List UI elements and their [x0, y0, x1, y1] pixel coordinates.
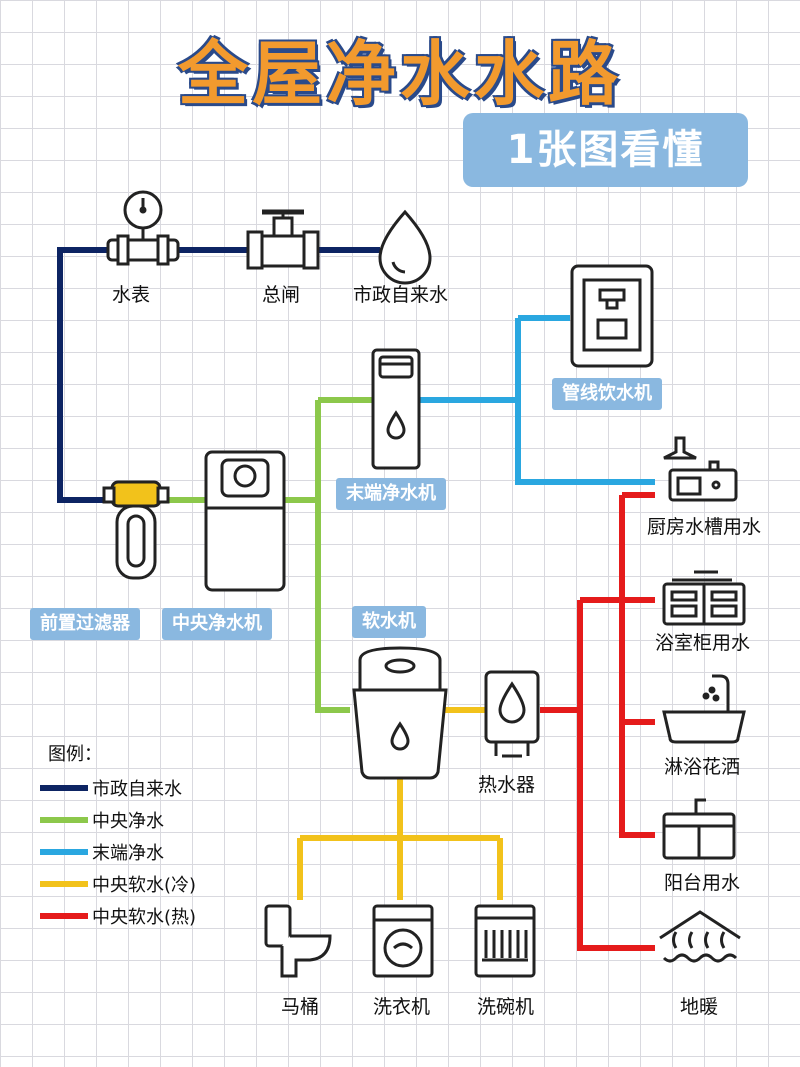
legend-item: 市政自来水: [40, 776, 182, 800]
legend-swatch: [40, 881, 88, 887]
pipeline-dispenser-icon: [570, 264, 654, 368]
tag-central-purifier: 中央净水机: [162, 608, 272, 640]
bathtub-icon: [662, 674, 746, 744]
floor-heating-icon: [659, 910, 741, 963]
label-washer: 洗衣机: [373, 996, 431, 1018]
toilet-icon: [264, 904, 332, 978]
legend-swatch: [40, 913, 88, 919]
kitchen-icon: [663, 436, 738, 502]
tag-softener: 软水机: [352, 606, 426, 638]
label-meter: 水表: [112, 284, 151, 306]
legend-label: 中央软水(冷): [92, 875, 197, 896]
pipe-soft-hot: [540, 492, 655, 951]
legend-label: 末端净水: [92, 843, 164, 864]
legend-label: 中央净水: [92, 811, 164, 832]
legend-item: 中央软水(冷): [40, 872, 196, 896]
legend-title: 图例：: [48, 744, 102, 765]
water-meter-icon: [106, 190, 180, 266]
bathroom-cabinet-icon: [662, 570, 746, 626]
label-municipal: 市政自来水: [353, 284, 449, 306]
page-title: 全屋净水水路: [178, 33, 622, 115]
tag-terminal-purifier: 末端净水机: [336, 478, 446, 510]
label-dishwasher: 洗碗机: [477, 996, 535, 1018]
label-toilet: 马桶: [281, 996, 320, 1018]
pipe-soft-cold: [297, 707, 503, 900]
label-shower: 淋浴花洒: [664, 756, 741, 778]
tag-pipeline-dispenser: 管线饮水机: [552, 378, 662, 410]
legend-label: 中央软水(热): [92, 907, 197, 928]
prefilter-icon: [102, 480, 170, 580]
label-kitchen: 厨房水槽用水: [647, 516, 762, 538]
legend-swatch: [40, 785, 88, 791]
label-valve: 总闸: [262, 284, 301, 306]
washing-machine-icon: [372, 904, 434, 978]
pipe-municipal: [57, 247, 380, 503]
central-purifier-icon: [204, 450, 286, 592]
tag-prefilter: 前置过滤器: [30, 608, 140, 640]
main-valve-icon: [246, 209, 320, 270]
pipe-terminal: [420, 315, 655, 485]
label-balcony: 阳台用水: [664, 872, 741, 894]
label-bathroom-cabinet: 浴室柜用水: [655, 632, 751, 654]
pipe-central-purified-2: [285, 397, 372, 713]
legend-swatch: [40, 849, 88, 855]
subtitle-badge: 1张图看懂: [463, 113, 748, 187]
legend-label: 市政自来水: [92, 779, 182, 800]
water-drop-icon: [378, 209, 432, 285]
label-floor-heating: 地暖: [680, 996, 719, 1018]
water-heater-icon: [484, 670, 540, 758]
legend-item: 末端净水: [40, 840, 164, 864]
water-softener-icon: [352, 646, 448, 780]
label-heater: 热水器: [478, 774, 536, 796]
terminal-purifier-icon: [371, 348, 421, 470]
balcony-sink-icon: [662, 798, 736, 860]
legend-swatch: [40, 817, 88, 823]
dishwasher-icon: [474, 904, 536, 978]
legend-item: 中央净水: [40, 808, 164, 832]
legend-item: 中央软水(热): [40, 904, 196, 928]
